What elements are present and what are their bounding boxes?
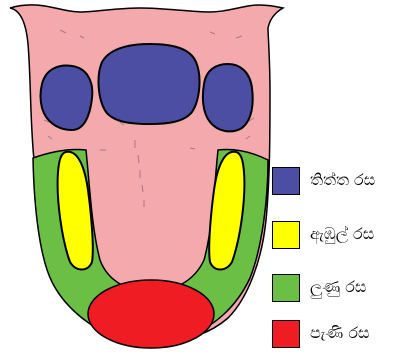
bitter-label: තිත්ත රස (310, 170, 375, 190)
salty-label: ලුණු රස (310, 277, 366, 297)
sour-swatch (272, 221, 300, 249)
bitter-region-center (99, 44, 200, 124)
legend-item-bitter: තිත්ත රස (272, 167, 406, 195)
legend-item-sour: ඇඹුල් රස (272, 221, 406, 249)
bitter-swatch (272, 167, 300, 195)
bitter-region-left (41, 66, 93, 130)
sour-label: ඇඹුල් රස (310, 224, 374, 244)
sweet-swatch (272, 320, 300, 348)
legend-item-salty: ලුණු රස (272, 274, 406, 302)
legend-item-sweet: පැණි රස (272, 320, 406, 348)
sweet-region (88, 280, 214, 348)
sweet-label: පැණි රස (310, 323, 370, 343)
salty-swatch (272, 274, 300, 302)
bitter-region-right (203, 64, 253, 131)
